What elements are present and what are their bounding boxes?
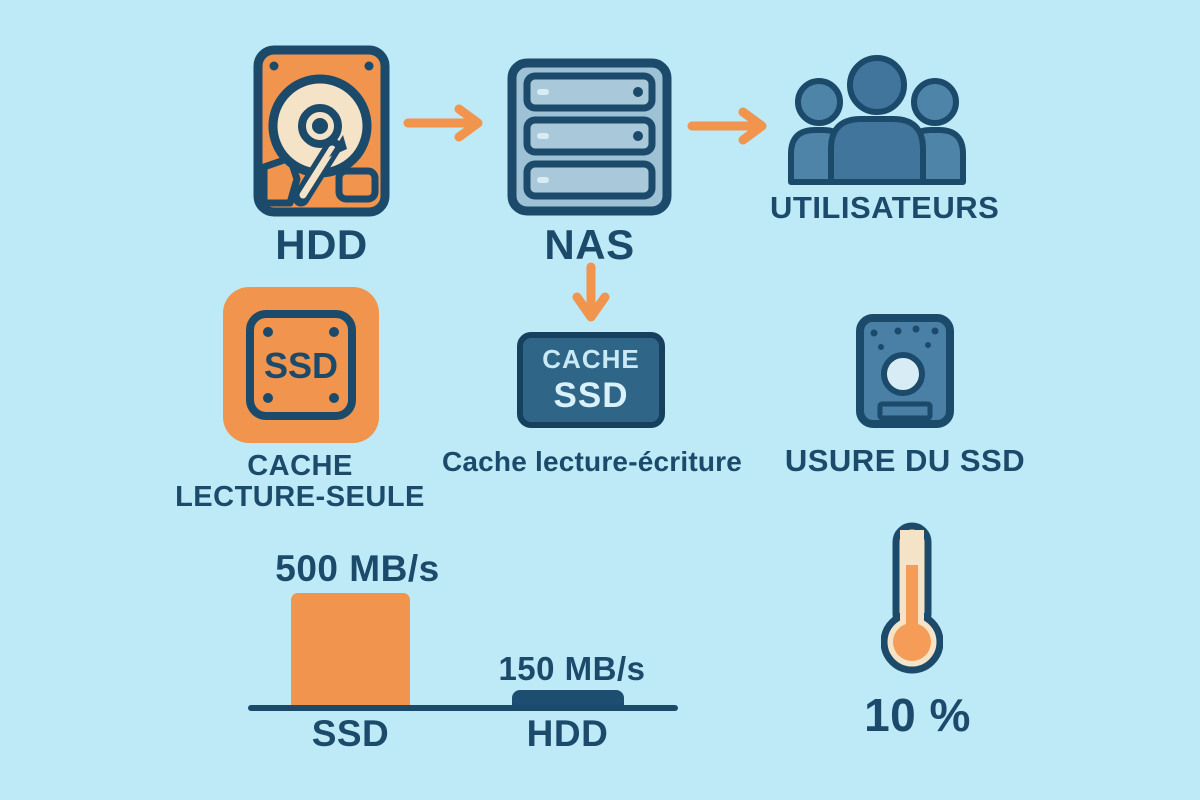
read-write-cache-label: Cache lecture-écriture	[441, 446, 743, 477]
read-only-cache-label: CACHE LECTURE-SEULE	[175, 450, 425, 514]
arrow-right-icon	[687, 107, 767, 145]
cache-box-line1: CACHE	[542, 344, 640, 374]
cache-box-line2: SSD	[553, 376, 629, 415]
hdd-label: HDD	[275, 221, 368, 268]
chart-category-hdd: HDD	[526, 713, 609, 754]
hdd-speed-bar	[512, 690, 624, 706]
users-icon	[788, 55, 966, 185]
ssd-chip-icon: SSD	[223, 287, 379, 443]
cache-ssd-box: CACHE SSD	[517, 332, 665, 428]
ssd-speed-value: 500 MB/s	[275, 548, 440, 589]
nas-label: NAS	[544, 221, 635, 268]
ssd-wear-label: USURE DU SSD	[784, 443, 1026, 478]
nas-icon	[507, 58, 672, 216]
thermometer-icon	[881, 522, 943, 674]
hdd-speed-value: 150 MB/s	[498, 650, 646, 687]
ssd-speed-bar	[291, 593, 410, 706]
chart-baseline	[248, 705, 678, 711]
users-label: UTILISATEURS	[770, 190, 1000, 225]
ssd-wear-icon	[856, 314, 954, 428]
chart-category-ssd: SSD	[311, 713, 390, 754]
arrow-down-icon	[572, 262, 610, 322]
wear-percent-label: 10 %	[864, 689, 971, 741]
ssd-chip-text: SSD	[264, 345, 338, 386]
hdd-icon	[253, 45, 390, 217]
arrow-right-icon	[403, 104, 483, 142]
